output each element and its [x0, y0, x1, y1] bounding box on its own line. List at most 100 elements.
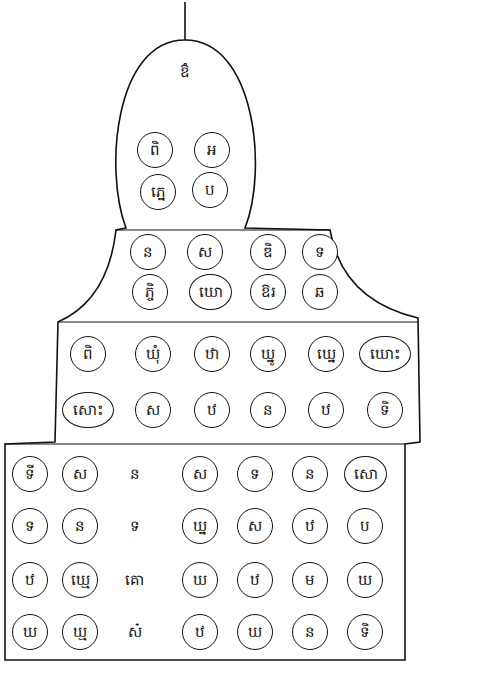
syllable-text: ស — [248, 517, 262, 535]
syllable-loop: ន — [250, 392, 286, 428]
syllable-loop: ស — [237, 508, 273, 544]
syllable-loop: ប — [192, 172, 228, 208]
syllable-label: ស៎ — [126, 623, 144, 641]
syllable-text: ស — [73, 465, 87, 483]
syllable-text: ឌិ — [263, 243, 273, 261]
syllable-loop: ឃ — [237, 614, 273, 650]
syllable-text: ន — [143, 243, 153, 261]
syllable-loop: ឋ — [182, 614, 218, 650]
syllable-loop: អ — [194, 132, 230, 168]
syllable-text: សោ — [354, 465, 378, 483]
syllable-loop: ន — [292, 456, 328, 492]
syllable-text: ឃ្នេ — [317, 345, 336, 363]
syllable-label: ន — [128, 465, 142, 483]
syllable-text: ពិ — [83, 345, 93, 363]
syllable-text: សោះ — [73, 401, 104, 419]
syllable-loop: ទ — [237, 456, 273, 492]
syllable-text: ឋ — [321, 401, 331, 419]
syllable-loop: ឋ — [194, 392, 230, 428]
syllable-text: ទិ — [360, 623, 370, 641]
syllable-loop: ប — [347, 508, 383, 544]
syllable-text: ឃ្នូ — [261, 345, 275, 363]
syllable-loop: ឃ្មេ — [62, 562, 98, 598]
syllable-text: ឃ្ម — [73, 623, 87, 641]
syllable-loop: ឃ្ម — [62, 614, 98, 650]
syllable-text: ឃ — [248, 623, 262, 641]
syllable-loop: ឋ — [292, 508, 328, 544]
syllable-loop: ភ្ចិ — [132, 274, 168, 310]
syllable-loop: ឌិ — [250, 234, 286, 270]
syllable-loop: ឃោ — [189, 274, 232, 310]
syllable-loop: សោ — [344, 456, 387, 492]
syllable-text: ប — [205, 181, 215, 199]
syllable-text: ឋ — [195, 623, 205, 641]
syllable-text: អ — [207, 141, 217, 159]
syllable-loop: ពិ — [137, 132, 173, 168]
syllable-loop: ឱរ — [250, 274, 286, 310]
syllable-text: ឃ — [23, 623, 37, 641]
syllable-text: ស — [146, 401, 160, 419]
syllable-loop: ឃ្នូ — [250, 336, 286, 372]
syllable-loop: ឋ — [308, 392, 344, 428]
syllable-text: ឋ — [25, 571, 35, 589]
syllable-loop: ពិ — [70, 336, 106, 372]
syllable-loop: ឋា — [194, 336, 230, 372]
syllable-text: ឋ — [207, 401, 217, 419]
syllable-loop: ន — [130, 234, 166, 270]
syllable-text: ន — [75, 517, 85, 535]
syllable-loop: ឋ — [237, 562, 273, 598]
syllable-loop: ស — [182, 456, 218, 492]
syllable-loop: ទ — [302, 234, 338, 270]
syllable-loop: ឆ — [302, 274, 338, 310]
syllable-loop: ទ — [12, 508, 48, 544]
syllable-text: ឋា — [205, 345, 220, 363]
syllable-text: ប — [360, 517, 370, 535]
syllable-text: ភ្ចិ — [145, 283, 155, 301]
syllable-loop: ស — [62, 456, 98, 492]
syllable-text: ឆ — [315, 283, 325, 301]
syllable-loop: ឃោះ — [359, 336, 411, 372]
syllable-text: ទ — [315, 243, 325, 261]
syllable-loop: ឃ — [12, 614, 48, 650]
syllable-text: ទិ — [380, 401, 390, 419]
syllable-label: គោ — [123, 571, 147, 589]
syllable-text: ន — [263, 401, 273, 419]
syllable-loop: ឃ្ន — [182, 508, 218, 544]
syllable-text: ភ្នេ — [151, 183, 166, 201]
syllable-loop: ទិ — [347, 614, 383, 650]
syllable-text: ពិ — [150, 141, 160, 159]
syllable-text: ទ — [250, 465, 260, 483]
syllable-loop: ឃ្នេ — [308, 336, 344, 372]
syllable-text: ទ — [25, 517, 35, 535]
syllable-loop: ន — [62, 508, 98, 544]
syllable-loop: ទិ — [367, 392, 403, 428]
syllable-text: ទី — [25, 465, 35, 483]
syllable-loop: ន — [292, 614, 328, 650]
syllable-text: ឃ្មេ — [71, 571, 90, 589]
syllable-text: ឋ — [305, 517, 315, 535]
syllable-loop: ឃ — [182, 562, 218, 598]
syllable-text: ស — [198, 243, 212, 261]
syllable-loop: ស — [135, 392, 171, 428]
syllable-text: ឃោះ — [370, 345, 401, 363]
syllable-text: ឃ — [193, 571, 207, 589]
syllable-loop: ឃុំ — [135, 336, 171, 372]
syllable-text: ឃោ — [199, 283, 223, 301]
syllable-loop: ឋ — [12, 562, 48, 598]
syllable-loop: ស — [187, 234, 223, 270]
syllable-loop: ម — [292, 562, 328, 598]
syllable-label: ទ — [128, 517, 142, 535]
syllable-label: ឱំ — [178, 63, 192, 81]
syllable-loop: ឃ — [347, 562, 383, 598]
syllable-text: ន — [305, 465, 315, 483]
syllable-text: ឃ្ន — [193, 517, 207, 535]
syllable-text: ឃ — [358, 571, 372, 589]
syllable-loop: ភ្នេ — [140, 174, 176, 210]
syllable-text: ន — [305, 623, 315, 641]
syllable-loop: សោះ — [62, 392, 114, 428]
syllable-loop: ទី — [12, 456, 48, 492]
syllable-text: ឋ — [250, 571, 260, 589]
syllable-text: ម — [305, 571, 315, 589]
syllable-text: ស — [193, 465, 207, 483]
